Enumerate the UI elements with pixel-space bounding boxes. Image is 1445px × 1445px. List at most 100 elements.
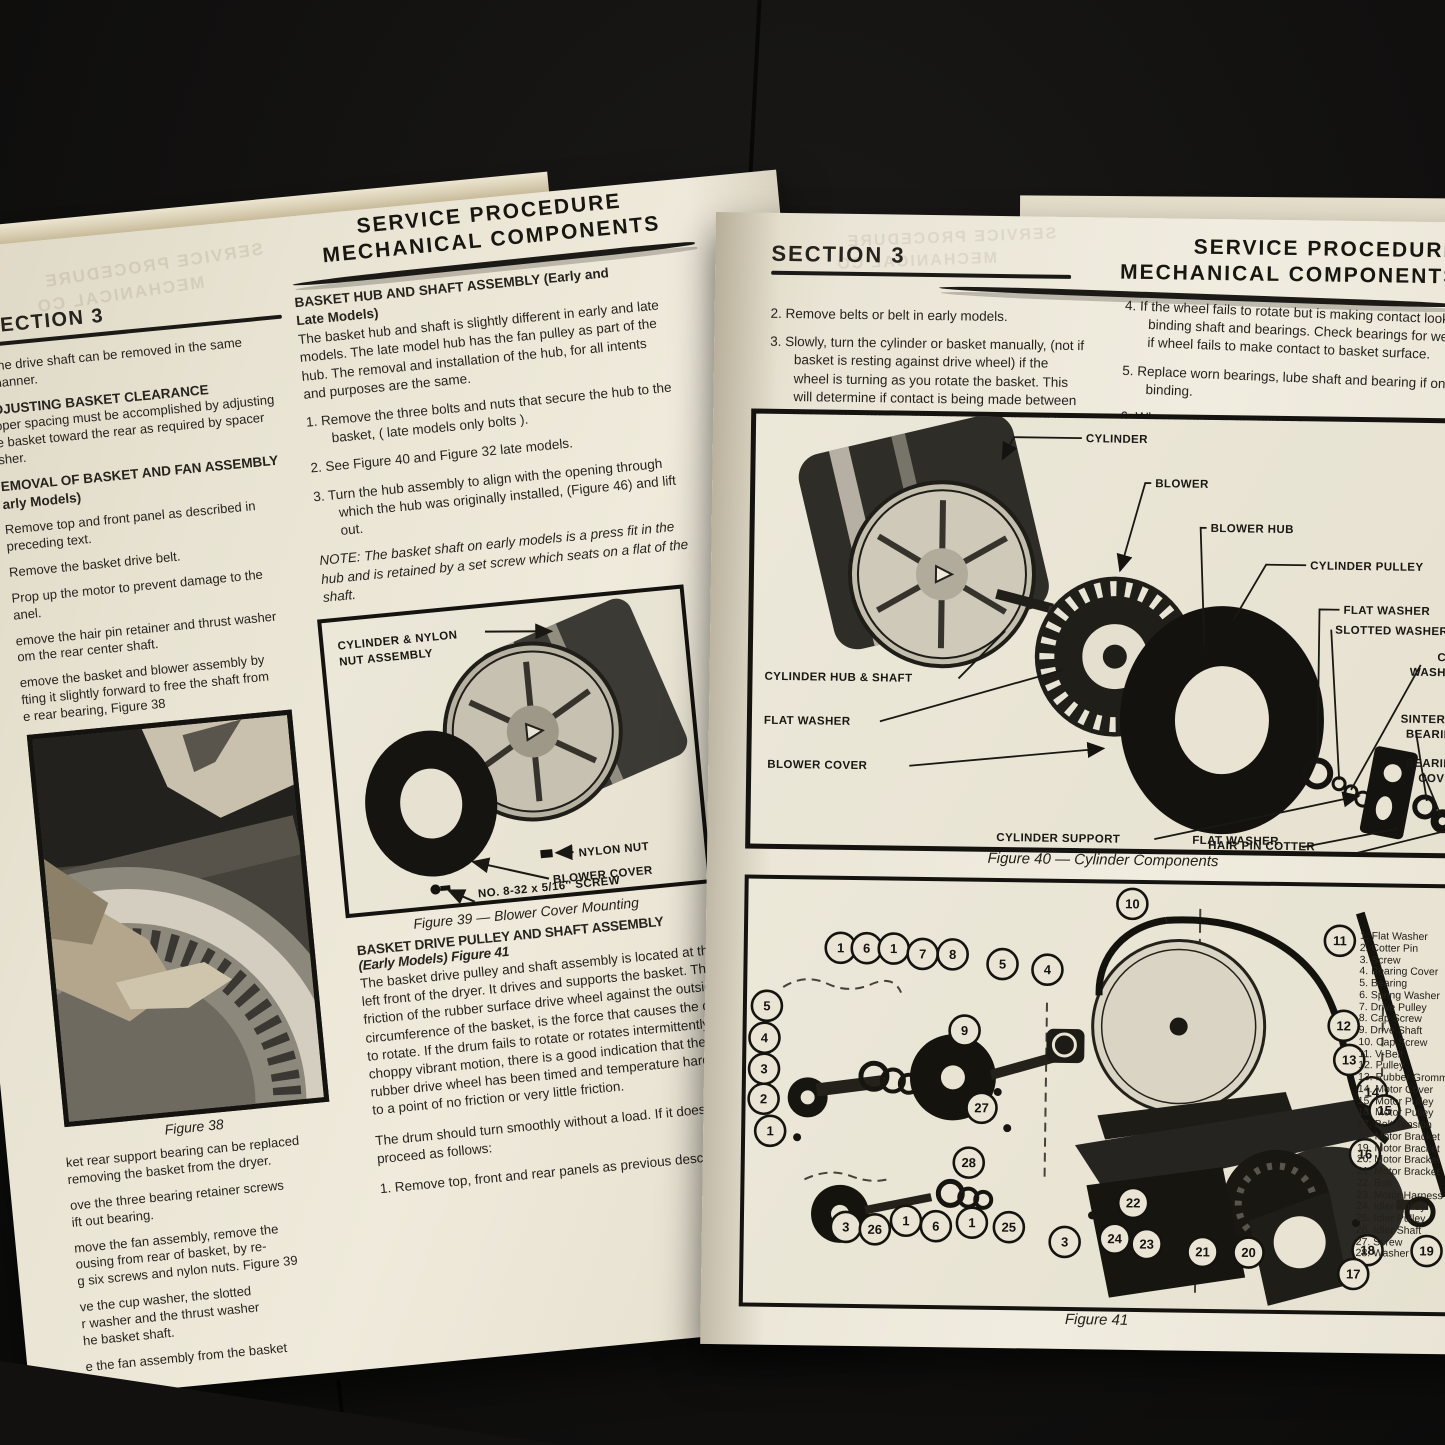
- callout-number: 16: [1358, 1147, 1373, 1162]
- paragraph-group: Remove top and front panel as described …: [4, 493, 324, 726]
- callout-number: 4: [761, 1030, 769, 1045]
- callout-number: 1: [766, 1123, 773, 1138]
- callout-number: 22: [1126, 1195, 1141, 1210]
- callout-circle: [919, 1209, 953, 1243]
- callout-circle: [965, 1091, 998, 1125]
- figure40-art: CYLINDER BLOWER BLOWER HUB CYLINDER PULL…: [764, 413, 1445, 861]
- callout-number: 2: [760, 1091, 767, 1106]
- callout-circle: [952, 1146, 986, 1179]
- callout-number: 26: [867, 1222, 882, 1237]
- callout-circle: [1323, 924, 1357, 958]
- callout-circle: [1116, 887, 1149, 921]
- callout-circle: [992, 1210, 1026, 1244]
- figure40-diagram: CYLINDER BLOWER BLOWER HUB CYLINDER PULL…: [745, 408, 1445, 861]
- callout-number: 1: [837, 940, 844, 955]
- page-left: SERVICE PROCEDURE MECHANICAL CO SERVICE …: [0, 169, 887, 1402]
- callout-circle: [936, 938, 969, 971]
- callout-number: 13: [1342, 1052, 1357, 1067]
- callout-number: 27: [974, 1100, 989, 1115]
- callout-circle: [948, 1014, 981, 1047]
- callout-circle: [1327, 1009, 1360, 1043]
- callout-number: 23: [1139, 1237, 1154, 1252]
- figure40-label: CYLINDER HUB & SHAFT: [764, 671, 912, 685]
- section-heading: SECTION 3: [771, 240, 906, 268]
- callout-number: 1: [902, 1213, 909, 1228]
- figure40-label: FLAT WASHER: [1343, 605, 1430, 618]
- figure40-label: CYLINDER PULLEY: [1310, 560, 1424, 574]
- callout-circle: [986, 947, 1019, 981]
- page-header-line2: MECHANICAL COMPONENTS: [1119, 260, 1445, 289]
- step-list: 1. Remove the three bolts and nuts that …: [305, 378, 688, 542]
- callout-circle: [1098, 1222, 1132, 1255]
- callout-circle: [1130, 1227, 1163, 1261]
- callout-number: 3: [1061, 1234, 1068, 1249]
- callout-number: 11: [1333, 933, 1347, 948]
- callout-number: 5: [999, 957, 1006, 972]
- figure40-label: SINTERED: [1401, 714, 1445, 727]
- figure40-label: HAIR PIN COTTER: [1208, 840, 1315, 853]
- callout-circle: [955, 1206, 989, 1239]
- callout-circle: [1368, 1094, 1401, 1127]
- figure40-label: FLAT WASHER: [1192, 835, 1279, 848]
- callout-number: 20: [1241, 1245, 1256, 1260]
- figure40-label: WASHER: [1410, 667, 1445, 680]
- callout-circle: [1031, 953, 1064, 987]
- callout-number: 19: [1419, 1243, 1434, 1258]
- callout-circle: [747, 1082, 780, 1116]
- callout-circle: [1048, 1225, 1081, 1259]
- figure40-label: BLOWER: [1155, 478, 1209, 491]
- callout-number: 12: [1336, 1018, 1351, 1033]
- figure40-label: BEARING: [1406, 729, 1445, 742]
- callout-number: 5: [763, 998, 770, 1013]
- callout-circle: [1186, 1235, 1219, 1269]
- text-line: 2. Remove belts or belt in early models.: [770, 305, 1008, 325]
- figure38-photo-art: [26, 714, 330, 1128]
- callout-number: 4: [1044, 962, 1052, 977]
- callout-number: 6: [863, 941, 870, 956]
- page-right: SERVICE PROCEDURE MECHANICAL CO SECTION …: [700, 212, 1445, 1355]
- figure39-label: CYLINDER & NYLON: [337, 629, 458, 652]
- callout-number: 1: [890, 941, 897, 956]
- callout-circle: [1410, 1234, 1443, 1268]
- figure40-label: CYLINDER SUPPORT: [996, 832, 1120, 846]
- figure40-label: CYLINDER: [1086, 433, 1148, 446]
- callout-number: 6: [932, 1219, 939, 1234]
- callout-number: 28: [961, 1155, 976, 1170]
- figure40-label: SLOTTED WASHER: [1335, 625, 1445, 639]
- callout-number: 7: [919, 946, 926, 961]
- left-column: SECTION 3 The drive shaft can be removed…: [0, 287, 388, 1385]
- callout-number: 3: [760, 1061, 767, 1076]
- text-line: 4. If the wheel fails to rotate but is m…: [1124, 297, 1445, 363]
- callout-number: 18: [1360, 1243, 1375, 1258]
- callout-circle: [753, 1114, 787, 1148]
- figure40-label: BLOWER HUB: [1211, 523, 1294, 536]
- callout-number: 1: [968, 1215, 975, 1230]
- callout-circle: [750, 989, 784, 1023]
- figure40-label: BEARING: [1405, 758, 1445, 771]
- paragraph-group: ket rear support bearing can be replaced…: [65, 1126, 387, 1376]
- text-line: 5. Replace worn bearings, lube shaft and…: [1121, 362, 1445, 399]
- callout-circle: [1116, 1186, 1150, 1220]
- figure39-label: NO. 8-32 x 5/16'' SCREW: [478, 875, 621, 901]
- callout-number: 10: [1125, 896, 1140, 911]
- callout-number: 9: [961, 1023, 968, 1038]
- callout-number: 17: [1346, 1266, 1361, 1281]
- figure40-label: CUP: [1437, 652, 1445, 664]
- callout-circle: [1232, 1236, 1265, 1269]
- callout-circle: [1336, 1257, 1370, 1291]
- figure40-label: FLAT WASHER: [764, 715, 851, 728]
- figure40-label: BLOWER COVER: [767, 759, 867, 772]
- callout-number: 3: [842, 1219, 849, 1234]
- callout-circle: [1332, 1043, 1366, 1077]
- figure40-label: COVER: [1418, 773, 1445, 786]
- text-line: 28. Washer: [1355, 1247, 1409, 1261]
- callout-number: 15: [1377, 1103, 1392, 1118]
- callout-number: 24: [1107, 1231, 1122, 1246]
- figure39-diagram: CYLINDER & NYLON NUT ASSEMBLY NYLON NUT …: [317, 584, 713, 919]
- callout-circle: [1351, 1233, 1384, 1267]
- callout-circle: [858, 1213, 892, 1246]
